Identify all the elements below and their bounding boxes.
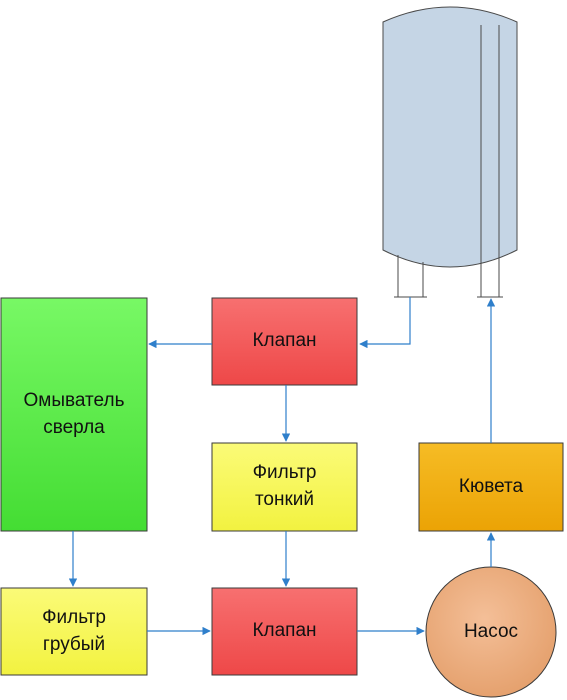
fine-filter-block [211, 442, 358, 532]
valve-bottom-block [211, 587, 358, 676]
tank [382, 6, 518, 298]
pump-circle [425, 566, 557, 698]
valve-top-block [211, 297, 358, 386]
coarse-filter-block [0, 587, 148, 676]
cuvette-block [418, 442, 564, 532]
washer-block [0, 297, 148, 532]
tank-body [382, 6, 518, 268]
arrow-tank-to-valve-top [359, 297, 411, 349]
